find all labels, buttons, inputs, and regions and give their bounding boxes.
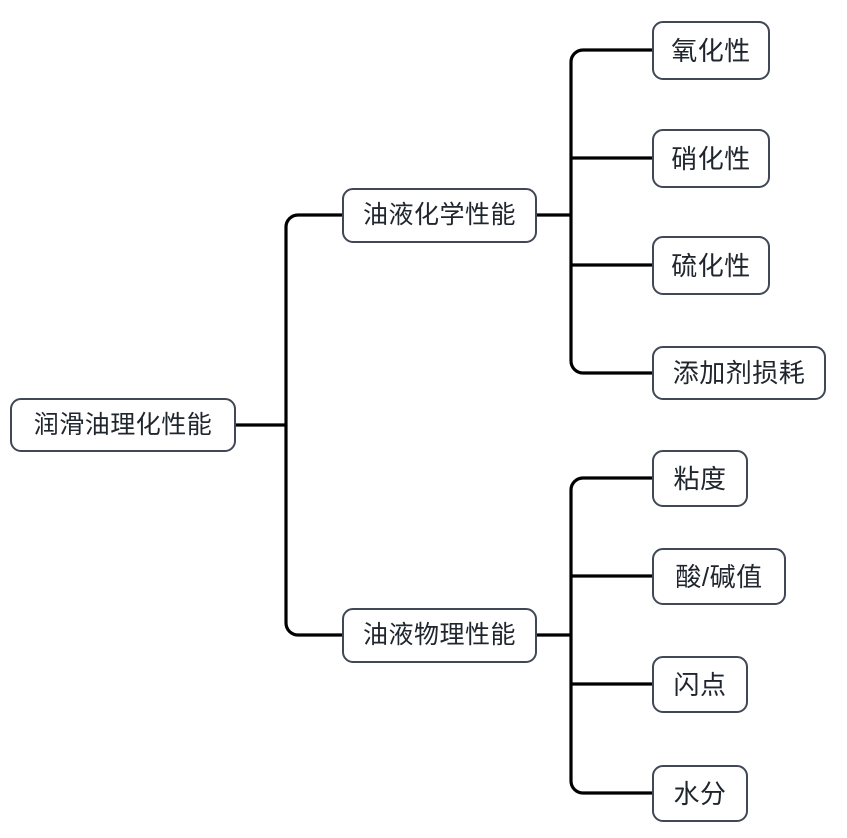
node-leaf-water-label: 水分 <box>673 778 727 809</box>
edge-chem-additive-loss <box>569 360 652 375</box>
node-leaf-oxidation-label: 氧化性 <box>671 35 751 66</box>
node-root-label: 润滑油理化性能 <box>33 410 213 439</box>
node-leaf-water[interactable]: 水分 <box>652 765 748 822</box>
node-root[interactable]: 润滑油理化性能 <box>10 398 236 452</box>
node-leaf-sulfation[interactable]: 硫化性 <box>652 236 770 295</box>
node-leaf-acid-base[interactable]: 酸/碱值 <box>652 548 786 605</box>
node-leaf-nitration-label: 硝化性 <box>671 143 751 174</box>
node-branch-phys-label: 油液物理性能 <box>362 621 516 649</box>
node-leaf-oxidation[interactable]: 氧化性 <box>652 21 770 80</box>
node-leaf-additive-loss-label: 添加剂损耗 <box>672 358 806 388</box>
node-leaf-flash-point-label: 闪点 <box>673 669 727 700</box>
node-branch-phys[interactable]: 油液物理性能 <box>342 608 537 663</box>
node-branch-chem[interactable]: 油液化学性能 <box>342 188 537 243</box>
node-leaf-additive-loss[interactable]: 添加剂损耗 <box>652 346 826 400</box>
node-leaf-acid-base-label: 酸/碱值 <box>675 561 763 592</box>
edge-phys-water <box>569 780 652 795</box>
edge-phys-viscosity <box>569 476 652 491</box>
edge-chem-oxidation <box>569 48 652 63</box>
node-leaf-viscosity-label: 粘度 <box>673 463 727 494</box>
edge-root-to-phys <box>284 622 342 637</box>
node-leaf-sulfation-label: 硫化性 <box>671 250 751 281</box>
edge-root-to-chem <box>284 213 342 228</box>
node-leaf-nitration[interactable]: 硝化性 <box>652 129 770 188</box>
node-branch-chem-label: 油液化学性能 <box>362 201 516 229</box>
node-leaf-viscosity[interactable]: 粘度 <box>652 450 748 507</box>
node-leaf-flash-point[interactable]: 闪点 <box>652 656 748 713</box>
